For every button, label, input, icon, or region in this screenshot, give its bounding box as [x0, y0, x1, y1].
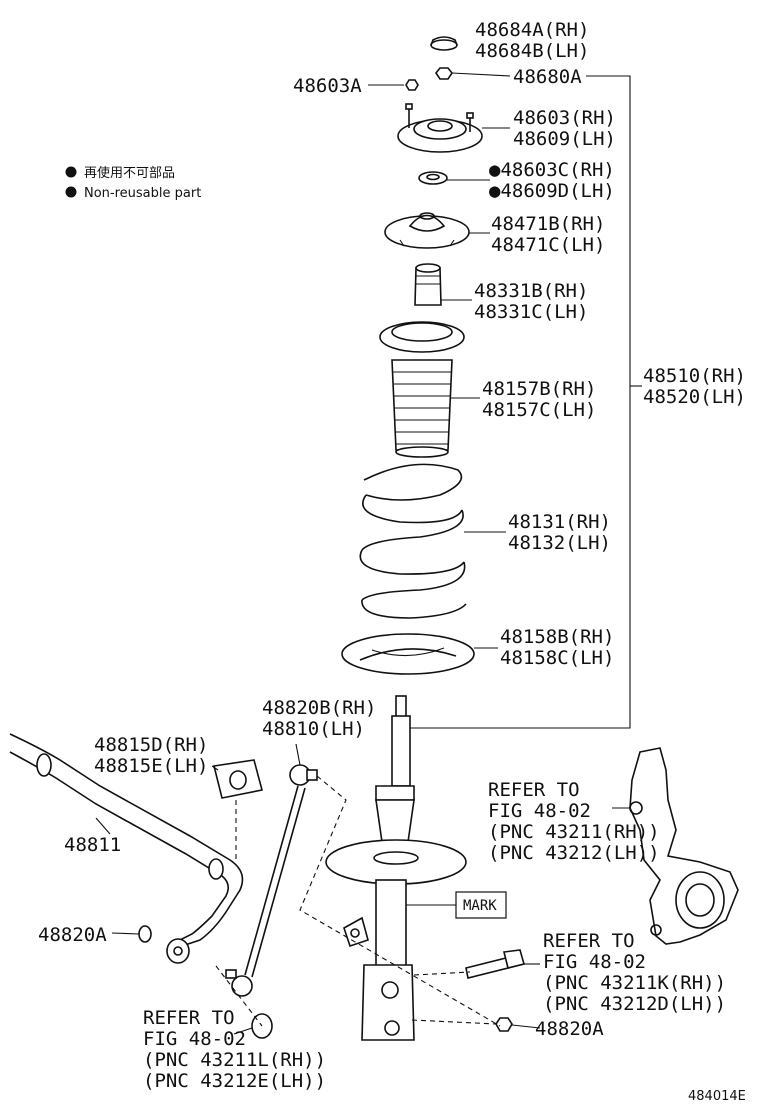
refer-knuckle-line1: REFER TO	[488, 779, 580, 801]
refer-nut-line1: REFER TO	[143, 1007, 235, 1029]
legend-en-text: Non-reusable part	[84, 186, 201, 201]
bearing-part[interactable]	[418, 171, 448, 185]
refer-nut-line2: FIG 48-02	[143, 1028, 246, 1050]
assembly-dash-line	[299, 775, 501, 1027]
legend-jp-text: 再使用不可部品	[84, 165, 175, 181]
knuckle-bolt-part[interactable]	[465, 949, 525, 979]
refer-knuckle-line4: (PNC 43212(LH))	[488, 842, 660, 864]
refer-bolt-line1: REFER TO	[543, 930, 635, 952]
label-48680a: 48680A	[513, 66, 582, 88]
label-48820a-right: 48820A	[535, 1018, 604, 1040]
label-48510-rh: 48510(RH)	[643, 365, 746, 387]
label-48471-lh: 48471C(LH)	[491, 234, 605, 256]
coil-spring-part[interactable]	[359, 463, 467, 619]
link-nut-part[interactable]	[138, 925, 152, 943]
label-48603c-lh: ●48609D(LH)	[489, 180, 615, 202]
label-48815-rh: 48815D(RH)	[94, 734, 208, 756]
mark-box	[455, 891, 507, 919]
label-48331-lh: 48331C(LH)	[474, 301, 588, 323]
label-48820b-lh: 48810(LH)	[262, 718, 365, 740]
label-48815-lh: 48815E(LH)	[94, 755, 208, 777]
label-48158-rh: 48158B(RH)	[500, 626, 614, 648]
lower-insulator-part[interactable]	[341, 633, 475, 675]
assembly-dash-line	[215, 965, 263, 1027]
figure-id-label: 484014E	[688, 1089, 746, 1104]
label-48820b-rh: 48820B(RH)	[262, 697, 376, 719]
upper-support-part[interactable]	[397, 103, 483, 153]
refer-knuckle-line3: (PNC 43211(RH))	[488, 821, 660, 843]
label-48158-lh: 48158C(LH)	[500, 647, 614, 669]
label-48510-lh: 48520(LH)	[643, 386, 746, 408]
stabilizer-bushing-part[interactable]	[213, 759, 263, 799]
label-48684-lh: 48684B(LH)	[475, 40, 589, 62]
mount-nut-part[interactable]	[405, 79, 419, 91]
label-48471-rh: 48471B(RH)	[491, 213, 605, 235]
refer-nut-line4: (PNC 43212E(LH))	[143, 1070, 326, 1092]
label-48684-rh: 48684A(RH)	[475, 19, 589, 41]
assembly-dash-line	[411, 1019, 497, 1025]
non-reusable-bullet-icon	[65, 186, 77, 198]
mark-label: MARK	[463, 898, 497, 914]
legend: 再使用不可部品 Non-reusable part	[65, 165, 201, 201]
shock-absorber-part[interactable]	[325, 695, 467, 1041]
stabilizer-link-part[interactable]	[225, 764, 318, 997]
label-48131-lh: 48132(LH)	[508, 532, 611, 554]
strut-nut-part[interactable]	[435, 67, 453, 80]
dust-boot-part[interactable]	[379, 321, 465, 458]
refer-bolt-line4: (PNC 43212D(LH))	[543, 993, 726, 1015]
stabilizer-bar-part[interactable]	[9, 733, 244, 964]
label-48603c-rh: ●48603C(RH)	[489, 159, 615, 181]
refer-bolt-line2: FIG 48-02	[543, 951, 646, 973]
steering-knuckle-part[interactable]	[629, 747, 739, 945]
bound-stopper-part[interactable]	[414, 263, 442, 306]
refer-nut-line3: (PNC 43211L(RH))	[143, 1049, 326, 1071]
dust-cap-part[interactable]	[430, 36, 458, 51]
label-48157-rh: 48157B(RH)	[482, 378, 596, 400]
refer-knuckle-line2: FIG 48-02	[488, 800, 591, 822]
label-48811: 48811	[64, 834, 121, 856]
label-48131-rh: 48131(RH)	[508, 511, 611, 533]
spring-upper-seat-part[interactable]	[384, 212, 470, 249]
assembly-dash-line	[413, 971, 471, 976]
label-48157-lh: 48157C(LH)	[482, 399, 596, 421]
label-48331-rh: 48331B(RH)	[474, 280, 588, 302]
refer-bolt-line3: (PNC 43211K(RH))	[543, 972, 726, 994]
leader-lines	[95, 72, 642, 1035]
label-48603a: 48603A	[293, 75, 362, 97]
lower-nut-part[interactable]	[495, 1017, 513, 1032]
label-48603-lh: 48609(LH)	[513, 128, 616, 150]
label-48820a-left: 48820A	[38, 924, 107, 946]
label-48603-rh: 48603(RH)	[513, 107, 616, 129]
non-reusable-bullet-icon	[65, 166, 77, 178]
